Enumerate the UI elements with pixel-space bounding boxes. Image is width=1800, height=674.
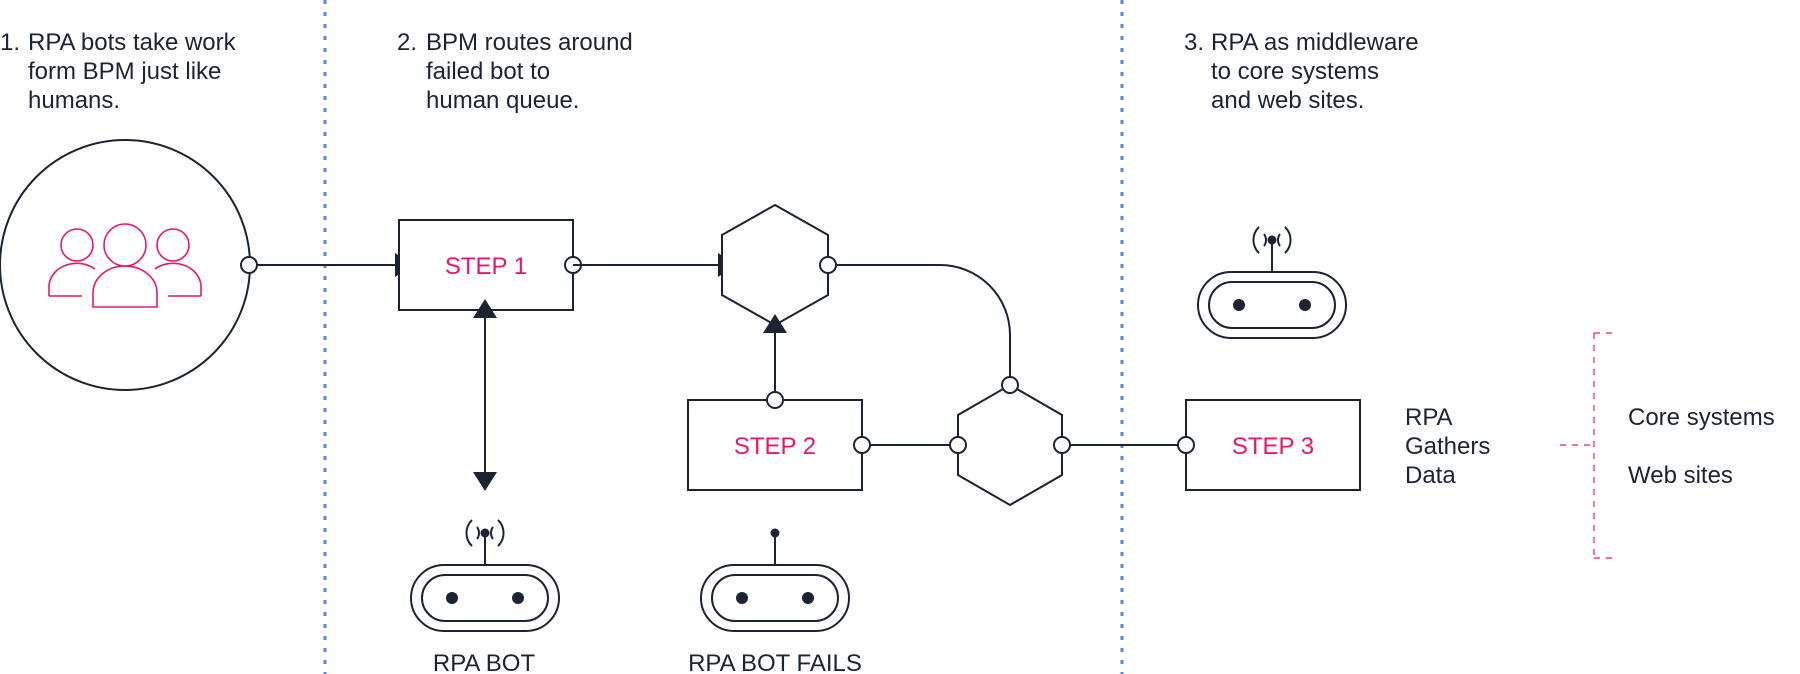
arrow-down-to-bot [473, 472, 497, 491]
target-web-sites: Web sites [1628, 462, 1733, 489]
note-1-number: 1. [0, 29, 20, 56]
note-3-line-2: to core systems [1211, 58, 1379, 85]
bot-1-label: RPA BOT [433, 650, 536, 674]
note-2-line-1: BPM routes around [426, 29, 633, 56]
rpa-gathers-line-1: RPA [1405, 404, 1453, 431]
note-3-line-1: RPA as middleware [1211, 29, 1419, 56]
note-1: 1. RPA bots take work form BPM just like… [0, 29, 237, 114]
note-2-number: 2. [397, 29, 417, 56]
step-2-label: STEP 2 [734, 433, 816, 460]
note-3-line-3: and web sites. [1211, 87, 1364, 114]
target-core-systems: Core systems [1628, 404, 1775, 431]
arrow-into-hexagon1-bottom [763, 314, 787, 333]
port-human-out [240, 256, 258, 274]
port-hexagon2-left [949, 436, 967, 454]
robot-icon [410, 519, 560, 632]
gateway-hexagon-1 [721, 203, 829, 327]
port-step2-top [766, 391, 784, 409]
arrow-up-to-step1 [473, 299, 497, 318]
rpa-gathers-line-2: Gathers [1405, 433, 1490, 460]
note-2-line-2: failed bot to [426, 58, 550, 85]
port-hexagon2-top [1001, 376, 1019, 394]
rpa-gathers-data: RPA Gathers Data [1405, 404, 1490, 489]
failed-robot-icon [700, 528, 850, 632]
middleware-robot-icon [1197, 226, 1347, 339]
note-1-line-1: RPA bots take work [28, 29, 237, 56]
port-step3-left [1177, 436, 1195, 454]
note-2: 2. BPM routes around failed bot to human… [397, 29, 633, 114]
bot-2-label: RPA BOT FAILS [688, 650, 862, 674]
human-node [0, 139, 251, 391]
step-1-box: STEP 1 [398, 219, 574, 311]
port-step2-right [853, 436, 871, 454]
gateway-hexagon-2 [957, 383, 1063, 507]
note-2-line-3: human queue. [426, 87, 579, 114]
port-hexagon1-right [819, 256, 837, 274]
note-1-line-3: humans. [28, 87, 120, 114]
step-3-label: STEP 3 [1232, 433, 1314, 460]
note-3: 3. RPA as middleware to core systems and… [1184, 29, 1419, 114]
rpa-gathers-line-3: Data [1405, 462, 1456, 489]
step-1-label: STEP 1 [445, 253, 527, 280]
people-group-icon [48, 223, 202, 308]
wireless-signal-icon [465, 519, 505, 547]
note-3-number: 3. [1184, 29, 1204, 56]
connector-hexagon1-to-hexagon2 [836, 264, 1011, 385]
note-1-line-2: form BPM just like [28, 58, 221, 85]
human-circle [0, 139, 251, 391]
port-hexagon2-right [1053, 436, 1071, 454]
step-2-box: STEP 2 [687, 399, 863, 491]
step-3-box: STEP 3 [1185, 399, 1361, 491]
targets-bracket [1560, 332, 1618, 559]
